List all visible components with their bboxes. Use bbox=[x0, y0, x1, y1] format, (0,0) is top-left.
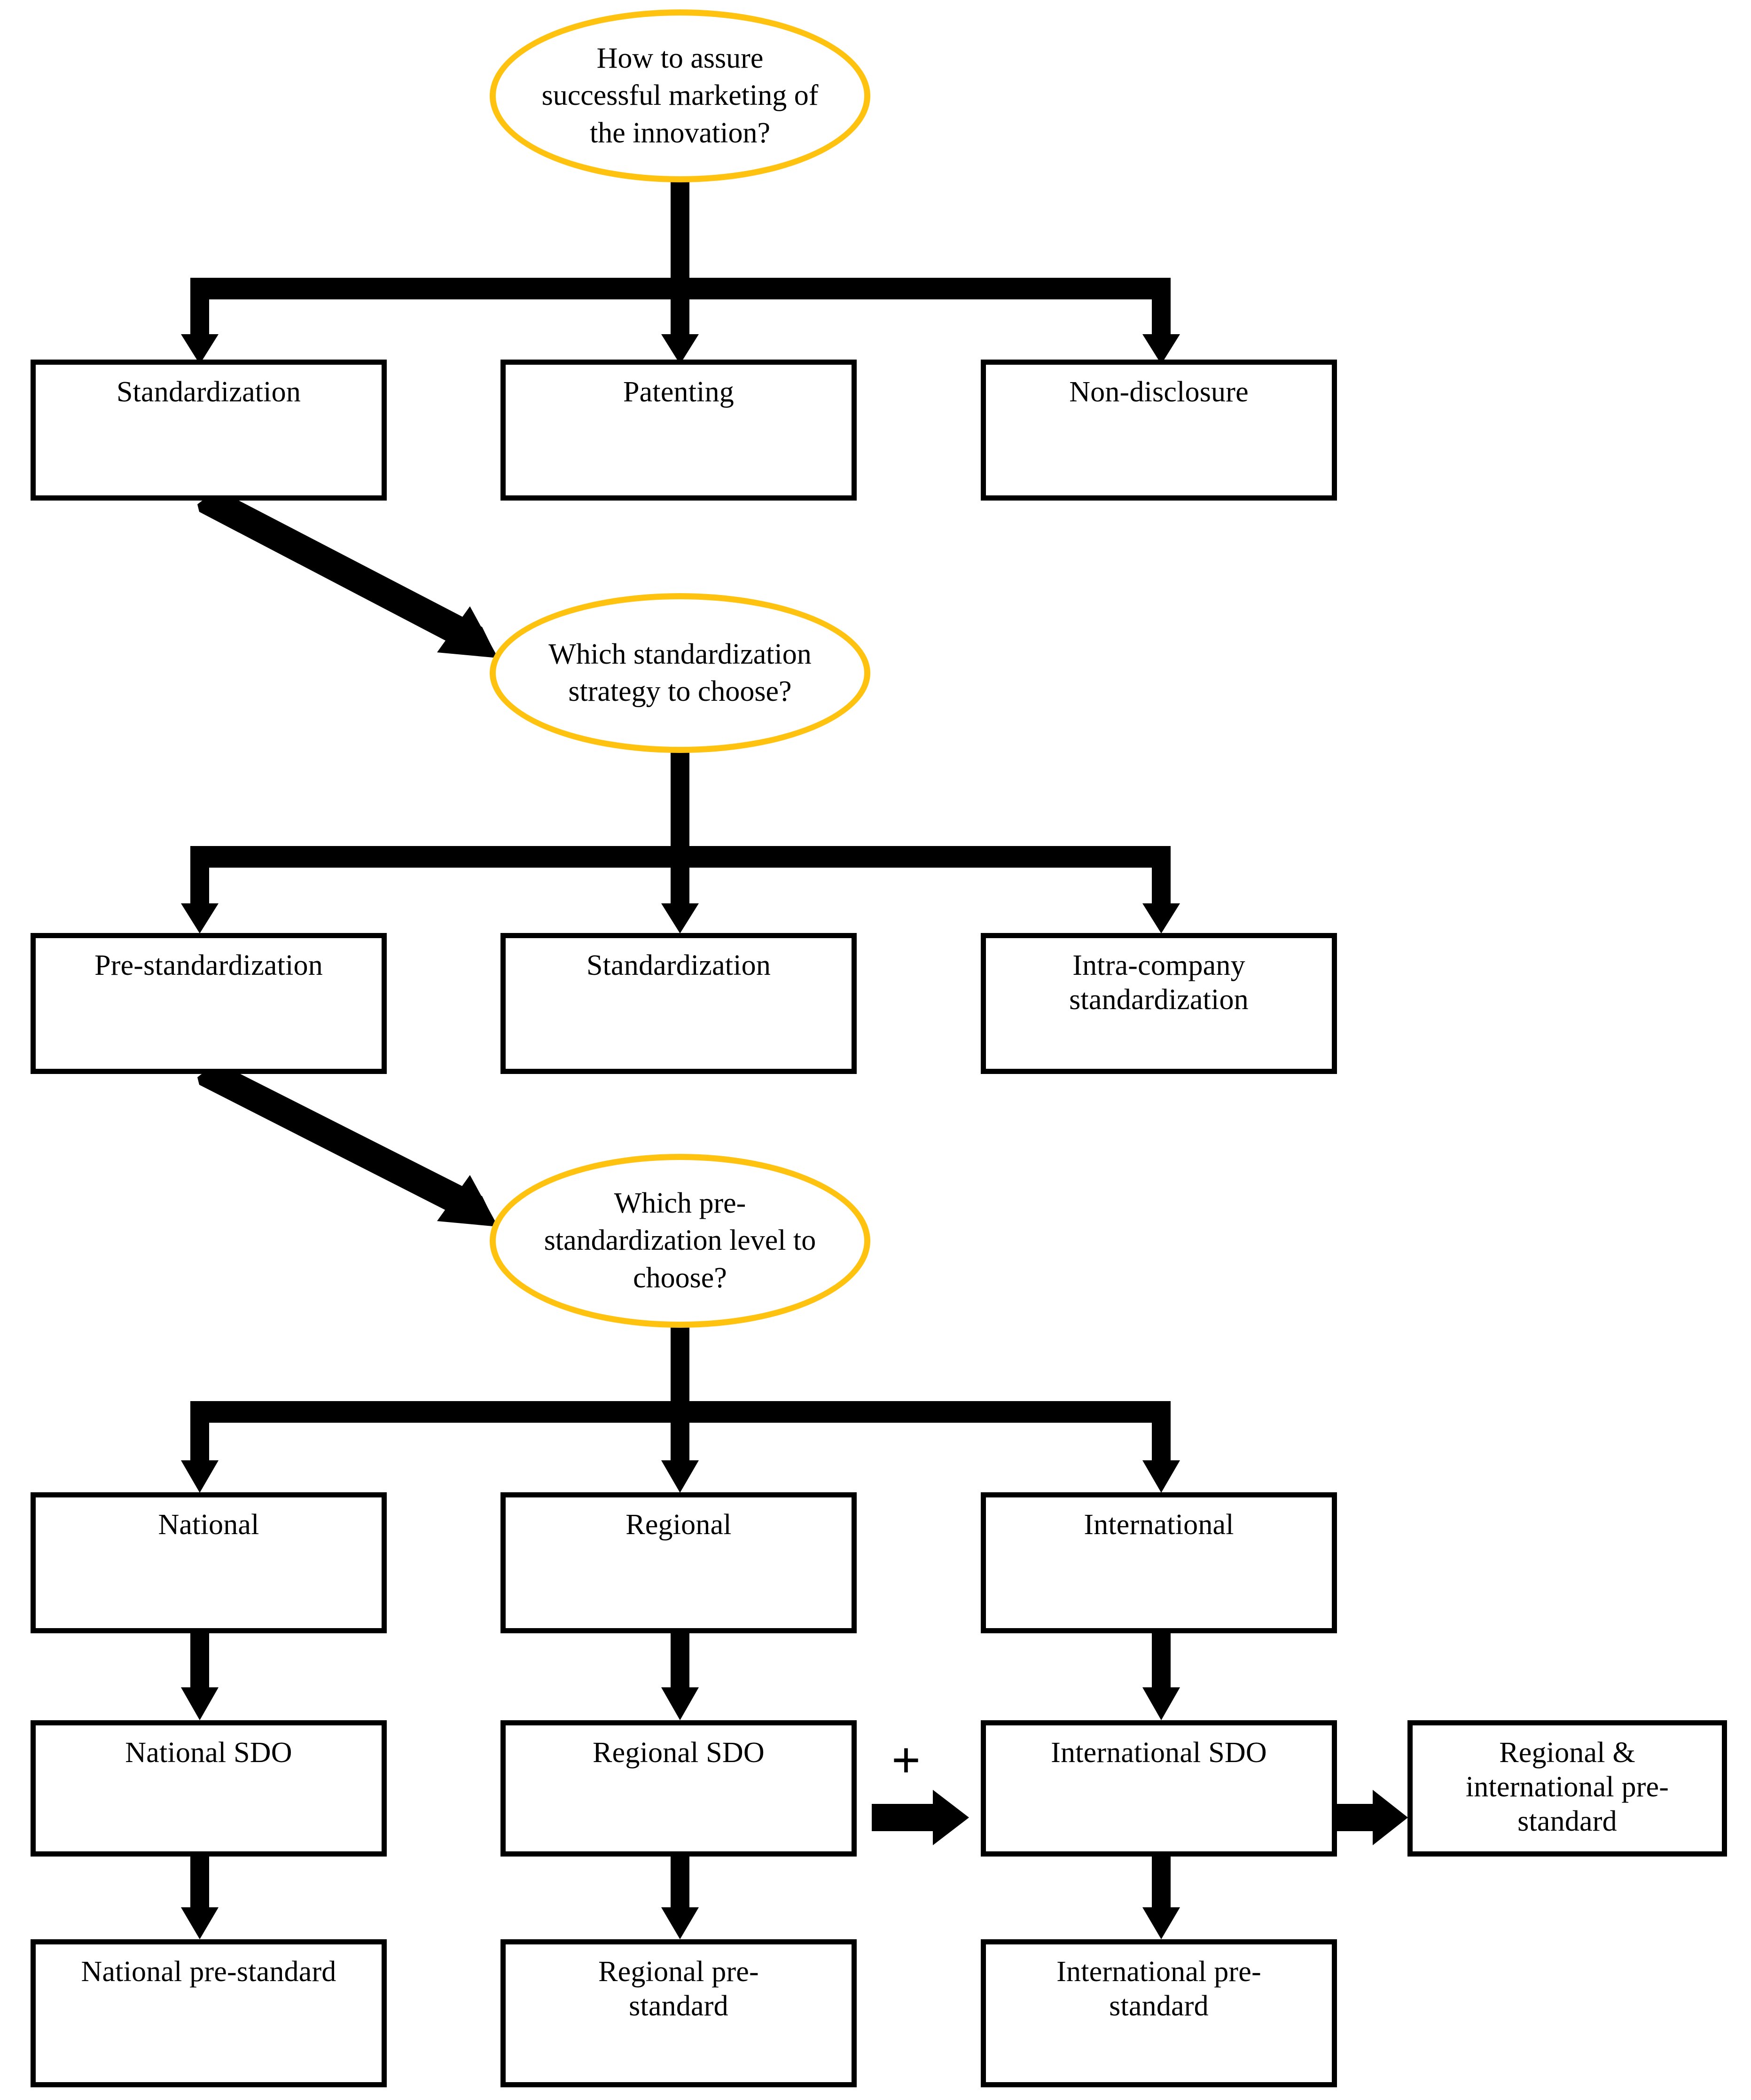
node-label: International bbox=[1084, 1509, 1234, 1541]
node-national[interactable]: National bbox=[31, 1492, 387, 1633]
connector-national-to-national-sdo bbox=[181, 1632, 219, 1720]
node-label: National SDO bbox=[125, 1737, 292, 1769]
node-standardization[interactable]: Standardization bbox=[31, 360, 387, 501]
node-label: Regional pre- standard bbox=[598, 1956, 759, 2022]
node-label: Regional bbox=[625, 1509, 732, 1541]
connector-regional-to-regional-sdo bbox=[661, 1632, 699, 1720]
decision-node-label: Which standardization strategy to choose… bbox=[548, 638, 812, 707]
node-regional-international-pre-standard[interactable]: Regional & international pre- standard bbox=[1407, 1720, 1727, 1857]
node-national-sdo[interactable]: National SDO bbox=[31, 1720, 387, 1857]
connector-regional-sdo-to-international-sdo bbox=[872, 1790, 969, 1845]
plus-operator-icon: + bbox=[891, 1732, 921, 1789]
node-label: Intra-company standardization bbox=[1069, 949, 1249, 1016]
node-label: Regional SDO bbox=[593, 1737, 765, 1769]
connector-international-sdo-to-international-prestandard bbox=[1142, 1856, 1180, 1939]
node-intra-company-standardization[interactable]: Intra-company standardization bbox=[981, 933, 1337, 1074]
connector-d2-to-level2 bbox=[181, 750, 1180, 933]
node-label: Non-disclosure bbox=[1069, 376, 1249, 408]
node-label: National bbox=[158, 1509, 259, 1541]
connector-standardization-to-d2 bbox=[197, 489, 498, 658]
node-international-sdo[interactable]: International SDO bbox=[981, 1720, 1337, 1857]
node-label: International SDO bbox=[1051, 1737, 1267, 1769]
decision-node-prestandardization-level[interactable]: Which pre- standardization level to choo… bbox=[490, 1154, 870, 1328]
decision-node-label: How to assure successful marketing of th… bbox=[541, 42, 819, 149]
node-standardization-level2[interactable]: Standardization bbox=[500, 933, 857, 1074]
connector-national-sdo-to-national-prestandard bbox=[181, 1856, 219, 1939]
node-national-pre-standard[interactable]: National pre-standard bbox=[31, 1939, 387, 2087]
node-patenting[interactable]: Patenting bbox=[500, 360, 857, 501]
node-label: Pre-standardization bbox=[94, 949, 323, 981]
node-regional-sdo[interactable]: Regional SDO bbox=[500, 1720, 857, 1857]
decision-node-label: Which pre- standardization level to choo… bbox=[544, 1187, 816, 1294]
connector-regional-sdo-to-regional-prestandard bbox=[661, 1856, 699, 1939]
node-regional-pre-standard[interactable]: Regional pre- standard bbox=[500, 1939, 857, 2087]
connector-d3-to-level3 bbox=[181, 1324, 1180, 1493]
connector-international-sdo-to-regional-international-prestandard bbox=[1328, 1790, 1408, 1845]
decision-node-standardization-strategy[interactable]: Which standardization strategy to choose… bbox=[490, 593, 870, 753]
connector-international-to-international-sdo bbox=[1142, 1632, 1180, 1720]
node-label: National pre-standard bbox=[81, 1956, 336, 1988]
node-label: Standardization bbox=[116, 376, 301, 408]
node-international-pre-standard[interactable]: International pre- standard bbox=[981, 1939, 1337, 2087]
node-international[interactable]: International bbox=[981, 1492, 1337, 1633]
connector-d1-to-level1 bbox=[181, 180, 1180, 364]
node-non-disclosure[interactable]: Non-disclosure bbox=[981, 360, 1337, 501]
node-label: International pre- standard bbox=[1056, 1956, 1261, 2022]
node-regional[interactable]: Regional bbox=[500, 1492, 857, 1633]
node-label: Regional & international pre- standard bbox=[1465, 1737, 1669, 1838]
node-pre-standardization[interactable]: Pre-standardization bbox=[31, 933, 387, 1074]
decision-node-marketing-innovation[interactable]: How to assure successful marketing of th… bbox=[490, 9, 870, 182]
node-label: Standardization bbox=[586, 949, 771, 981]
node-label: Patenting bbox=[623, 376, 734, 408]
connector-prestandardization-to-d3 bbox=[197, 1062, 498, 1227]
